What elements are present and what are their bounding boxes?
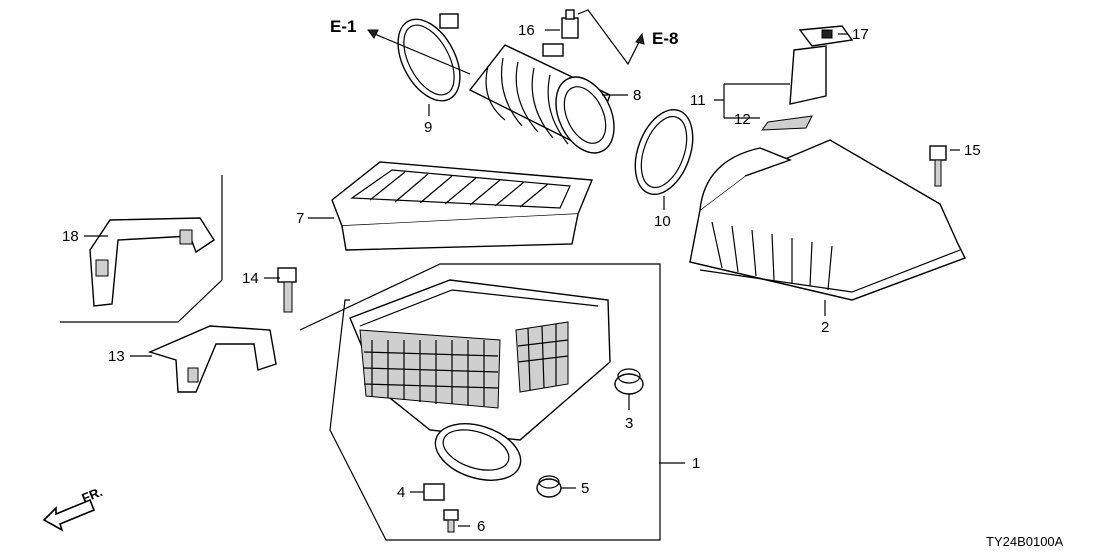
part-13-bracket xyxy=(147,325,277,393)
callout-6: 6 xyxy=(477,518,485,535)
part-6-pin xyxy=(443,509,459,533)
part-4-grommet xyxy=(423,483,445,501)
part-1-lower-case xyxy=(349,279,611,481)
callout-9: 9 xyxy=(424,119,432,136)
part-5-grommet xyxy=(536,475,562,498)
callout-18: 18 xyxy=(62,228,79,245)
callout-10: 10 xyxy=(654,213,671,230)
ref-arrow-e8 xyxy=(577,9,645,66)
ref-arrow-e1 xyxy=(367,29,471,75)
callout-5: 5 xyxy=(581,480,589,497)
callout-3: 3 xyxy=(625,415,633,432)
part-9-clamp xyxy=(397,13,461,102)
part-15-bolt xyxy=(929,145,947,187)
part-3-grommet xyxy=(614,368,644,395)
callout-12: 12 xyxy=(734,111,751,128)
reference-e1: E-1 xyxy=(330,17,356,36)
callout-7: 7 xyxy=(296,210,304,227)
callout-16: 16 xyxy=(518,22,535,39)
front-direction-arrow xyxy=(42,498,96,532)
front-direction-label: FR. xyxy=(80,484,105,506)
callout-4: 4 xyxy=(397,484,405,501)
part-8-intake-duct xyxy=(468,43,615,154)
group-boundary-1 xyxy=(299,263,661,541)
part-7-filter xyxy=(331,161,594,251)
leader-lines xyxy=(84,29,960,527)
part-14-bolt xyxy=(277,267,297,313)
callout-1: 1 xyxy=(692,455,700,472)
part-17-screw xyxy=(821,29,833,39)
group-boundary-18 xyxy=(60,175,223,323)
diagram-code: TY24B0100A xyxy=(986,534,1064,549)
reference-e8: E-8 xyxy=(652,29,678,48)
callout-14: 14 xyxy=(242,270,259,287)
callout-17: 17 xyxy=(852,26,869,43)
callout-8: 8 xyxy=(633,87,641,104)
part-2-upper-cover xyxy=(689,139,966,301)
part-11-module xyxy=(789,25,854,105)
part-18-bracket xyxy=(89,217,215,307)
part-16-sensor xyxy=(561,9,579,39)
callout-13: 13 xyxy=(108,348,125,365)
part-10-clamp xyxy=(634,109,694,195)
part-12-gasket xyxy=(760,115,813,131)
callout-15: 15 xyxy=(964,142,981,159)
callout-2: 2 xyxy=(821,319,829,336)
callout-11: 11 xyxy=(690,92,706,109)
